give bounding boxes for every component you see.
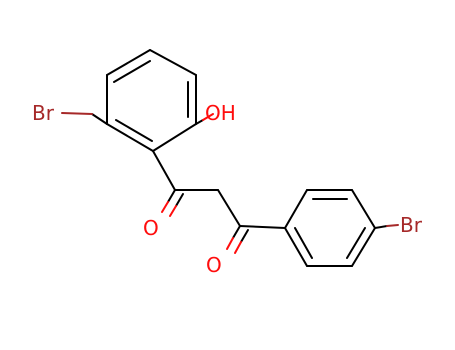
- bromine-label-left: Br: [32, 101, 55, 125]
- ring-double-bond: [294, 227, 313, 259]
- diketone-chain: [152, 150, 286, 254]
- carbonyl-double-bond-right-o: [234, 241, 242, 254]
- carbonyl-double-bond-left-o: [169, 205, 177, 217]
- ring-to-carbonyl-bond: [152, 150, 176, 191]
- hydroxyl-label: OH: [205, 101, 236, 125]
- c-br-bond-right: [374, 225, 388, 229]
- ring-bond: [351, 227, 376, 267]
- carbonyl-double-bond-right: [240, 229, 249, 243]
- c-br-bond-left: [91, 113, 108, 125]
- ring-bond: [351, 189, 376, 229]
- c-br-bond-right-br: [386, 224, 399, 227]
- ring-bond: [149, 49, 197, 76]
- c-o-bond-hydroxyl: [195, 119, 204, 125]
- right-aromatic-ring: [284, 189, 376, 267]
- ring-bond: [284, 227, 308, 267]
- carbonyl-oxygen-label-right: O: [206, 253, 222, 277]
- ring-bond: [284, 189, 308, 229]
- methylene-to-carbonyl-bond: [217, 189, 241, 227]
- carbonyl-double-bond-left: [167, 189, 176, 203]
- left-aromatic-ring: [106, 49, 197, 152]
- bromine-label-right: Br: [400, 213, 423, 237]
- ring-bond: [106, 49, 151, 76]
- c-o-bond-hydroxyl-o: [202, 113, 214, 121]
- carbonyl-double-bond-right: [232, 225, 241, 239]
- carbonyl-to-ring-bond: [239, 225, 286, 229]
- ring-double-bond: [346, 227, 366, 259]
- carbonyl-double-bond-left: [175, 193, 184, 207]
- c-br-bond-left-br: [61, 112, 93, 115]
- ring-bond: [152, 123, 197, 152]
- carbonyl-double-bond-right-o: [226, 237, 234, 250]
- ring-double-bond: [113, 60, 151, 83]
- carbonyl-oxygen-label-left: O: [143, 216, 159, 240]
- ring-bond: [106, 123, 154, 152]
- carbonyl-double-bond-left-o: [161, 201, 169, 213]
- ring-double-bond: [115, 119, 153, 142]
